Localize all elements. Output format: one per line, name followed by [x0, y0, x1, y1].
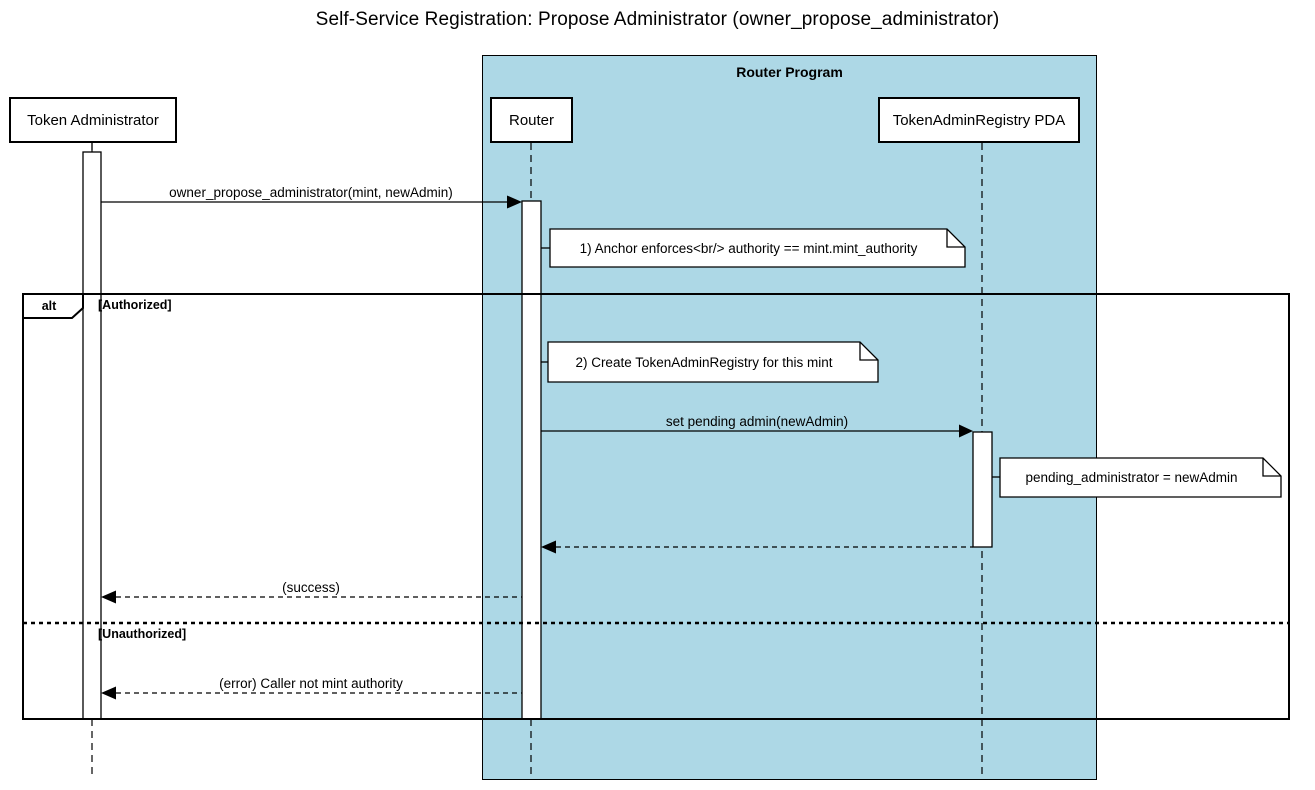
router-program-group-box — [482, 55, 1097, 780]
alt-frame-border — [22, 293, 1290, 720]
message-arrow-error — [101, 686, 522, 700]
participant-router: Router — [490, 97, 573, 143]
note-anchor-enforces: 1) Anchor enforces<br/> authority == min… — [579, 240, 918, 256]
note-2-shape — [547, 341, 879, 383]
message-label-set-pending-admin: set pending admin(newAdmin) — [665, 414, 849, 429]
note-1-shape — [549, 228, 966, 268]
note-1-fold — [946, 229, 965, 248]
activation-router — [521, 200, 542, 720]
message-arrow-success — [101, 590, 522, 604]
participant-label: Router — [508, 111, 555, 129]
message-label-success: (success) — [282, 580, 340, 595]
alt-operator-label: alt — [41, 299, 57, 313]
router-program-label: Router Program — [736, 64, 843, 80]
note-pending-administrator: pending_administrator = newAdmin — [1025, 470, 1238, 485]
activation-registry-pda — [972, 431, 993, 548]
guard-authorized-label: [Authorized] — [98, 298, 172, 312]
participant-registry-pda: TokenAdminRegistry PDA — [878, 97, 1080, 143]
participant-label: TokenAdminRegistry PDA — [892, 111, 1066, 129]
note-3-fold — [1262, 458, 1281, 477]
message-arrow-pda-return — [541, 540, 973, 554]
note-2-fold — [859, 342, 878, 361]
guard-unauthorized-label: [Unauthorized] — [98, 627, 187, 641]
participant-token-administrator: Token Administrator — [9, 97, 177, 143]
note-shapes — [541, 228, 1282, 498]
message-arrow-set-pending-admin — [541, 424, 973, 438]
diagram-title: Self-Service Registration: Propose Admin… — [315, 9, 1000, 30]
alt-operator-pentagon — [22, 293, 84, 319]
note-3-shape — [999, 457, 1282, 498]
participant-label: Token Administrator — [27, 111, 159, 129]
message-arrow-owner-propose — [101, 195, 522, 209]
note-create-registry: 2) Create TokenAdminRegistry for this mi… — [575, 354, 833, 370]
message-label-error: (error) Caller not mint authority — [219, 676, 403, 691]
message-label-owner-propose: owner_propose_administrator(mint, newAdm… — [169, 185, 453, 200]
